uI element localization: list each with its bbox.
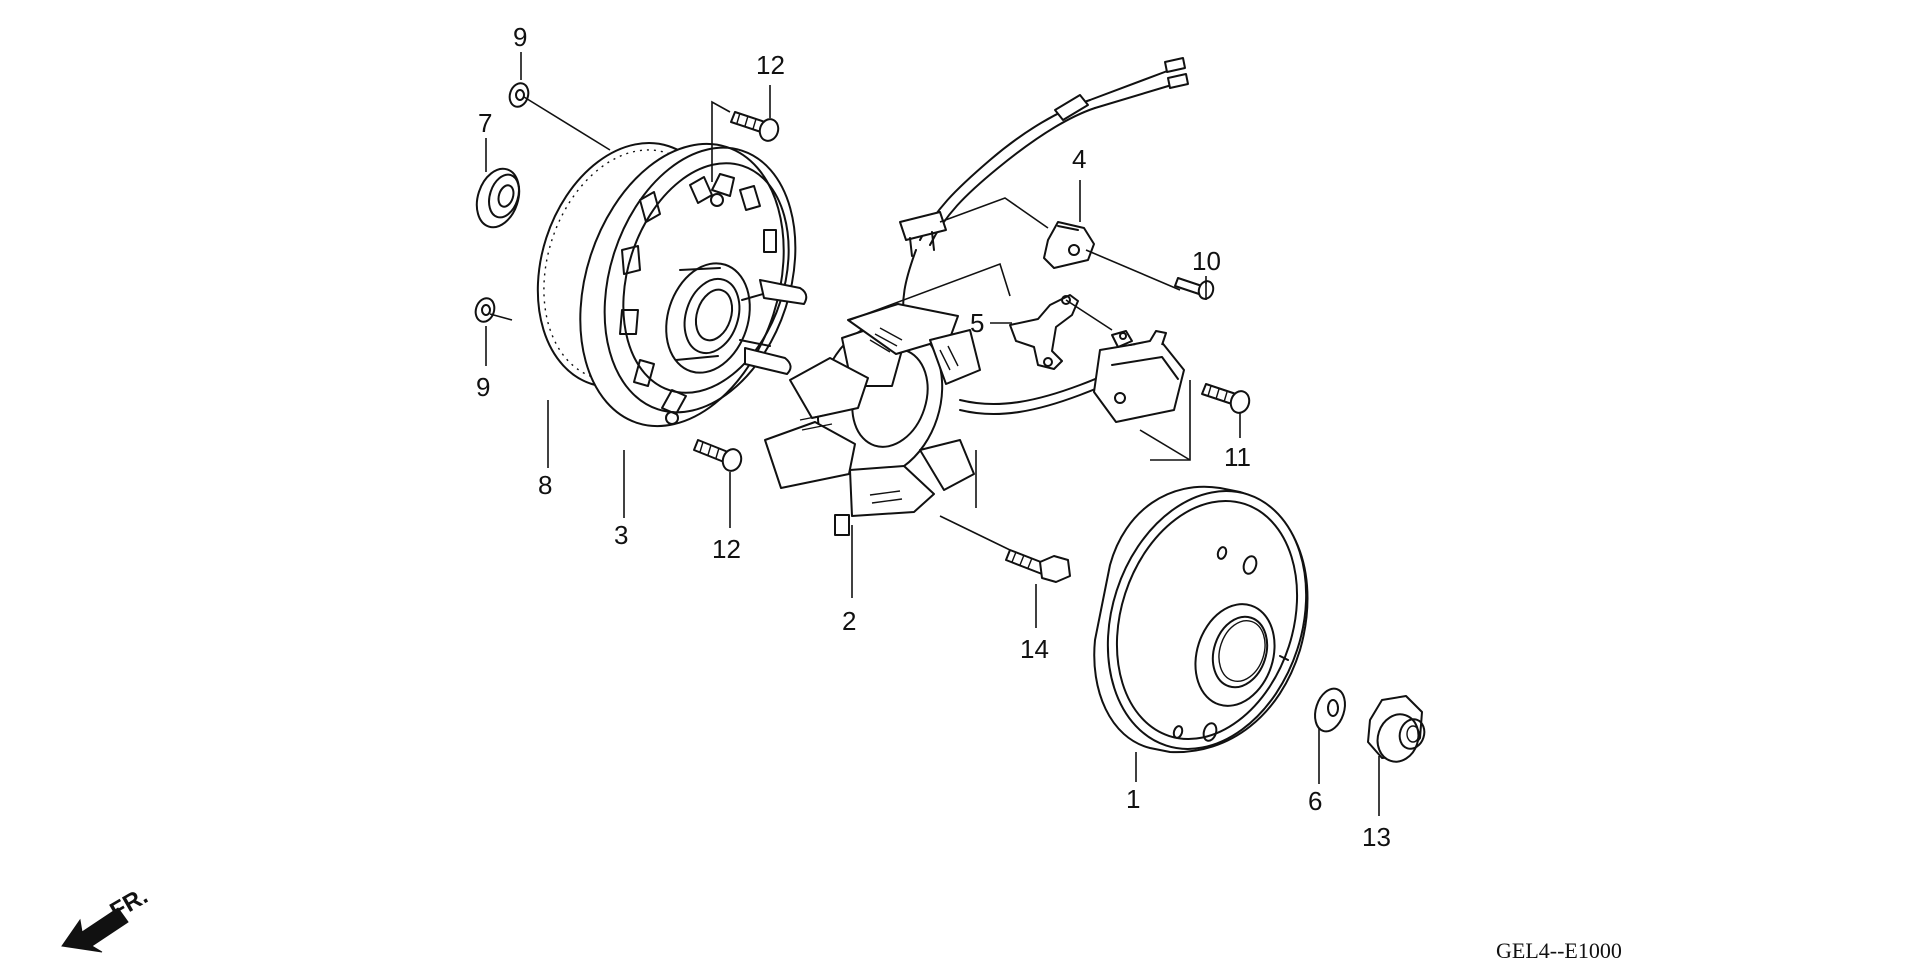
callout-5: 5	[970, 308, 984, 338]
part-11-bolt	[1201, 383, 1251, 414]
callout-12-top: 12	[756, 50, 785, 80]
callout-labels: 9 7 9 8 3 12 12 2 4 5 10 11 14 1 6 13	[476, 22, 1391, 852]
ignition-unit	[1093, 330, 1185, 423]
diagram-code: GEL4--E1000	[1496, 938, 1622, 960]
callout-3: 3	[614, 520, 628, 550]
callout-11: 11	[1224, 442, 1251, 472]
callout-4: 4	[1072, 144, 1086, 174]
part-5-bracket	[1009, 294, 1079, 370]
callout-12-bottom: 12	[712, 534, 741, 564]
part-4-clamp	[1043, 221, 1095, 269]
part-9-washer-top	[508, 82, 530, 108]
part-3-cover	[579, 142, 808, 428]
callout-9-top: 9	[513, 22, 527, 52]
callout-10: 10	[1192, 246, 1221, 276]
callout-6: 6	[1308, 786, 1322, 816]
callout-9-bottom: 9	[476, 372, 490, 402]
part-14-bolt	[1005, 549, 1071, 583]
part-2-stator	[764, 303, 981, 536]
part-13-nut	[1367, 695, 1426, 763]
callout-14: 14	[1020, 634, 1049, 664]
leader-lines	[485, 52, 1380, 816]
front-direction-arrow: FR.	[61, 882, 152, 953]
callout-8: 8	[538, 470, 552, 500]
part-7-oil-seal	[475, 167, 521, 229]
part-1-flywheel	[1093, 485, 1309, 754]
part-6-washer	[1314, 687, 1346, 733]
part-10-bolt	[1174, 277, 1215, 300]
arrow-icon	[61, 907, 129, 953]
callout-13: 13	[1362, 822, 1391, 852]
part-12-screw-top	[730, 111, 780, 142]
callout-7: 7	[478, 108, 492, 138]
part-9-washer-bottom	[474, 297, 496, 323]
callout-2: 2	[842, 606, 856, 636]
part-12-screw-bottom	[693, 439, 743, 472]
callout-1: 1	[1126, 784, 1140, 814]
